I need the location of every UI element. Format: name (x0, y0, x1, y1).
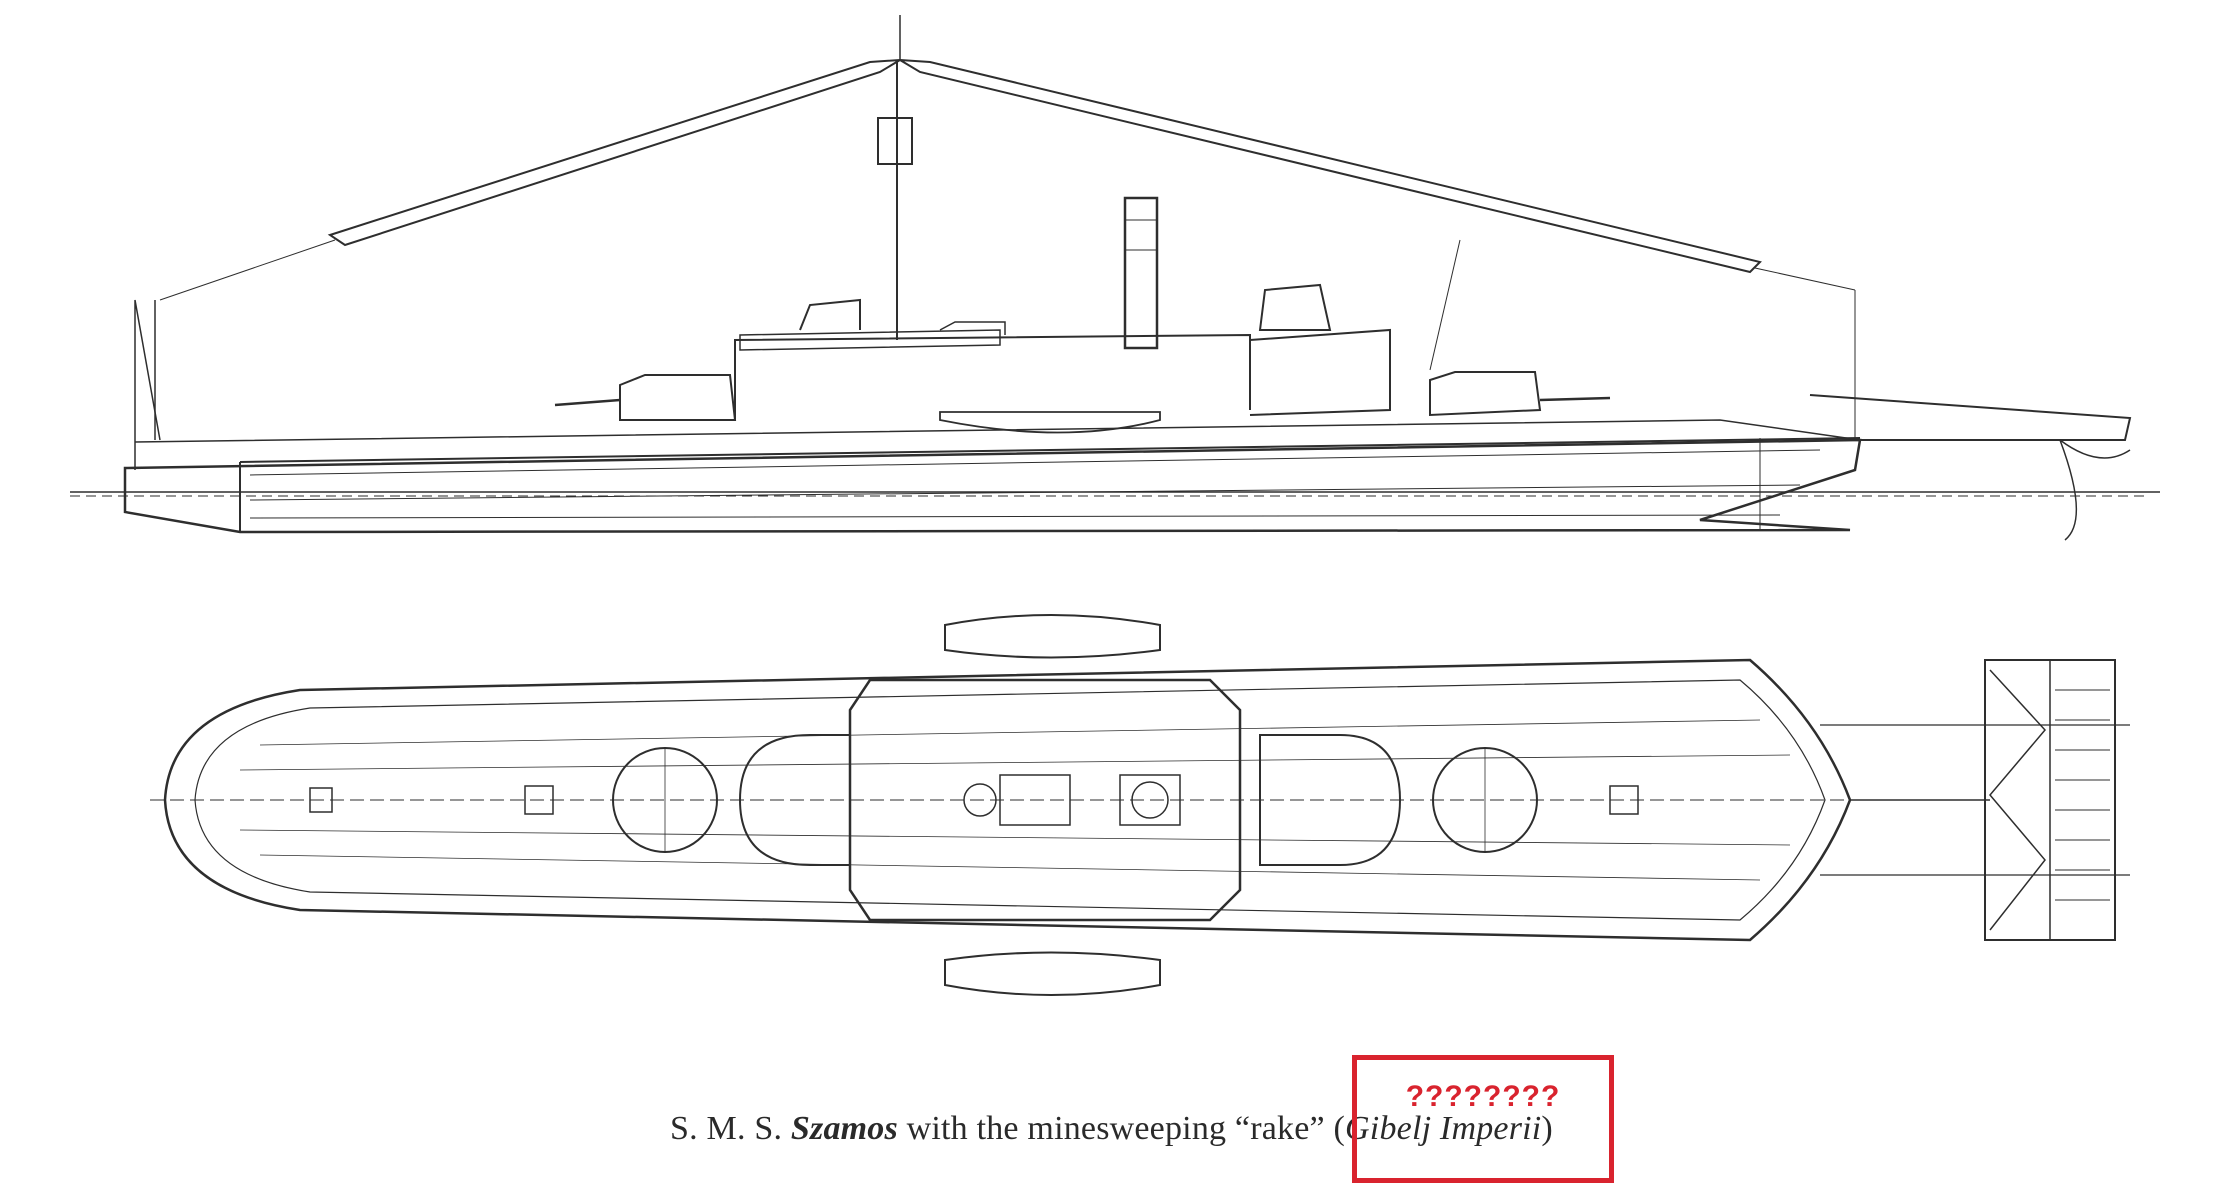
hull-outline (123, 438, 1862, 534)
figure-caption: S. M. S. Szamos with the minesweeping “r… (0, 1110, 2223, 1148)
caption-prefix: S. M. S. (670, 1110, 791, 1147)
hull-plating (249, 484, 1801, 501)
deck-plank-line (239, 754, 1791, 771)
rake-frame (1809, 394, 2132, 441)
ships-boat (939, 411, 1161, 434)
hatch (1609, 785, 1639, 815)
crows-nest (877, 117, 913, 165)
engine-hatch (999, 774, 1071, 826)
funnel (1123, 196, 1159, 350)
fore-superstructure (1249, 328, 1391, 416)
rigging-line (1754, 267, 1856, 291)
superstructure (734, 333, 1251, 420)
rake-spar-aft (327, 59, 901, 247)
stern-post (134, 299, 161, 470)
funnel-plan (1131, 781, 1169, 819)
funnel-base (1119, 774, 1181, 826)
rake-arm (2059, 439, 2078, 541)
rake-arm (2059, 439, 2131, 459)
caption-ship-name: Szamos (790, 1110, 898, 1147)
rake-teeth (1989, 669, 2046, 931)
deck-line (239, 437, 1861, 463)
hatch (524, 785, 554, 815)
capstan (963, 783, 997, 817)
deck-plank-line (259, 854, 1761, 881)
deck-inner-outline (194, 679, 1826, 921)
conning-tower (1258, 283, 1332, 331)
bridge-house (799, 298, 861, 331)
boat-starboard (944, 951, 1161, 996)
gun-barrel-fore (1539, 396, 1611, 402)
turret-fore (1429, 371, 1542, 417)
plan-view (150, 614, 2130, 996)
caption-source-open: ( (1333, 1110, 1346, 1147)
side-elevation (70, 15, 2160, 541)
ship-plan-icon (70, 15, 2160, 996)
deck-plank-line (239, 829, 1791, 846)
annotation-label: ???????? (1405, 1080, 1561, 1113)
hatch (309, 787, 333, 813)
fore-bridge (1259, 734, 1402, 866)
bridge-deck (739, 329, 1001, 351)
caption-source: Gibelj Imperii (1345, 1110, 1542, 1147)
caption-source-close: ) (1541, 1110, 1553, 1147)
annotation-box: ???????? (1352, 1055, 1614, 1183)
casemate (939, 321, 1006, 335)
rake-spar-fore (899, 59, 1762, 274)
deck-plank-line (259, 719, 1761, 746)
aft-bridge (738, 734, 851, 866)
turret-aft (619, 374, 737, 421)
rigging-line (159, 239, 336, 301)
caption-middle: with the minesweeping “rake” (897, 1110, 1334, 1147)
boat-port (944, 614, 1161, 659)
hull-plating (249, 449, 1821, 476)
gun-barrel-aft (554, 398, 621, 407)
hull-plating (249, 514, 1781, 519)
railing-line (134, 419, 1861, 443)
rigging-line (1429, 239, 1461, 371)
